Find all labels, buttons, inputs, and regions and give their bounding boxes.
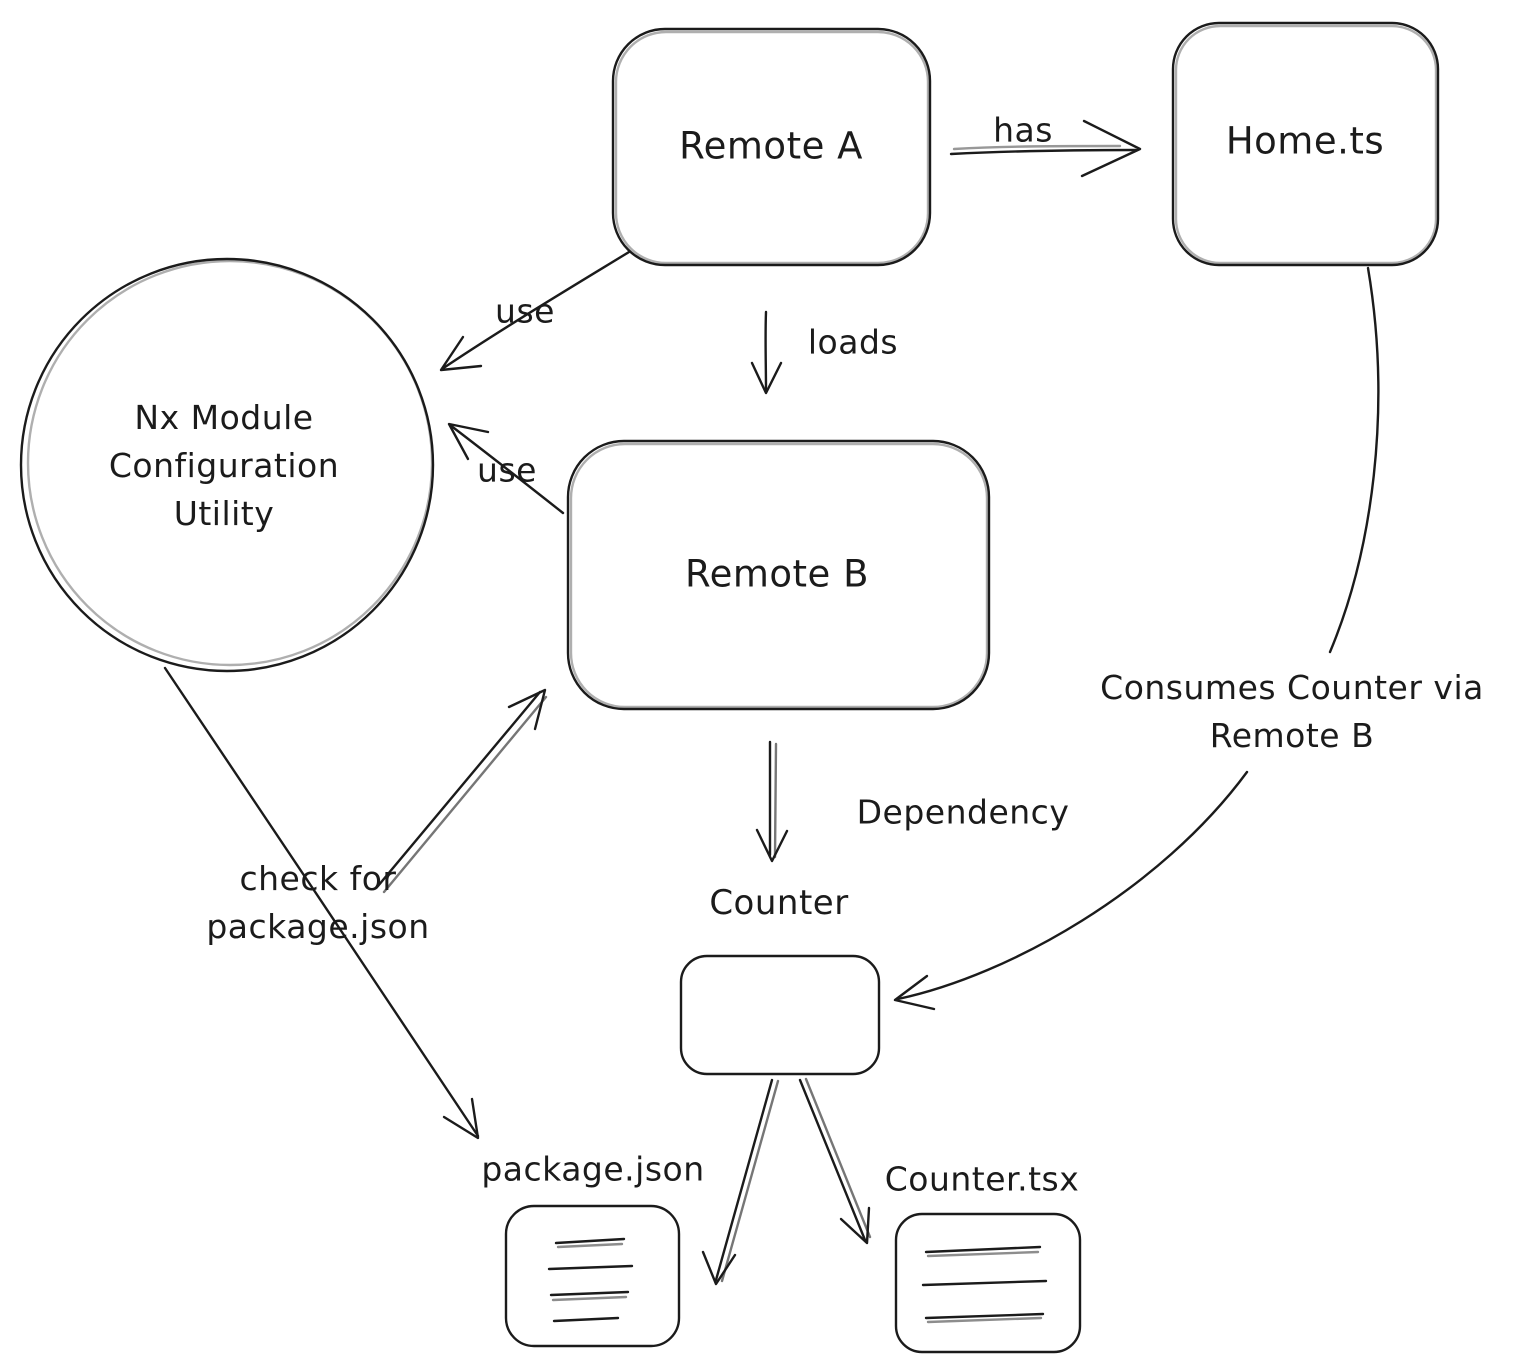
counter-label: Counter — [709, 883, 849, 923]
edge-to-remote-b-line — [376, 690, 542, 888]
counter-tsx-doc-box — [894, 1212, 1082, 1354]
edge-dependency-line-sketch — [773, 742, 778, 859]
edge-consumes-label-line-2: Remote B — [1209, 716, 1375, 755]
nx-utility-label-line-2: Configuration — [108, 446, 340, 486]
edge-has-label: has — [993, 110, 1053, 150]
counter-tsx-doc-line — [926, 1250, 1040, 1258]
remote-a-box-sketch — [614, 30, 930, 265]
edge-dependency-label: Dependency — [856, 792, 1070, 832]
edge-counter-to-tsx-line-sketch — [804, 1077, 872, 1239]
edge-to-remote-b-line-sketch — [382, 695, 548, 894]
edge-use-b-line — [448, 423, 565, 515]
package-json-doc-line — [556, 1242, 624, 1249]
edge-use-b-arrowhead — [447, 422, 490, 461]
edge-consumes-line-lower — [896, 770, 1249, 1001]
edge-consumes-label-line-1: Consumes Counter via — [1100, 668, 1484, 708]
edge-use-b-label: use — [477, 450, 537, 490]
package-json-doc-line — [549, 1290, 630, 1297]
home-ts-box — [1171, 21, 1440, 267]
remote-a-box — [611, 27, 932, 267]
edge-use-a-line — [440, 250, 631, 371]
package-json-doc-line — [547, 1264, 634, 1271]
edge-counter-to-package-line-sketch — [720, 1079, 780, 1283]
edge-check-label-line-1: check for — [239, 859, 397, 899]
counter-tsx-doc-line — [924, 1312, 1045, 1320]
edge-check-label-line-2: package.json — [206, 907, 430, 946]
counter-tsx-doc-line — [924, 1245, 1042, 1254]
home-ts-box-sketch — [1174, 24, 1438, 265]
edge-loads-label: loads — [807, 322, 899, 362]
remote-b-label: Remote B — [685, 552, 869, 596]
package-json-label: package.json — [481, 1149, 705, 1189]
counter-box — [679, 954, 881, 1076]
edge-check-label: check for package.json — [206, 855, 429, 951]
edge-to-remote-b-arrowhead — [507, 688, 547, 731]
edge-consumes-arrowhead — [893, 974, 936, 1011]
nx-utility-label-line-1: Nx Module — [134, 398, 314, 438]
nx-utility-label: Nx Module Configuration Utility — [109, 394, 339, 538]
package-json-doc-box — [504, 1204, 681, 1348]
package-json-doc-line — [551, 1295, 628, 1302]
edge-counter-to-tsx-arrowhead — [839, 1206, 871, 1245]
home-ts-label: Home.ts — [1225, 119, 1385, 163]
edge-has-line — [949, 148, 1138, 156]
edge-loads-arrowhead — [750, 361, 783, 395]
edge-counter-to-tsx-line — [798, 1078, 867, 1242]
edge-check-arrowhead — [442, 1097, 480, 1140]
counter-tsx-doc-line — [921, 1279, 1048, 1287]
counter-tsx-doc-line — [926, 1316, 1043, 1324]
nx-utility-circle — [19, 257, 435, 673]
counter-tsx-label: Counter.tsx — [884, 1159, 1080, 1199]
edge-use-a-label: use — [495, 291, 555, 331]
nx-utility-circle-sketch — [26, 259, 434, 667]
edge-check-line — [163, 666, 480, 1138]
edge-has-arrowhead — [1080, 119, 1142, 178]
edge-consumes-label: Consumes Counter via Remote B — [1100, 664, 1484, 760]
remote-b-box — [566, 439, 991, 711]
edge-dependency-arrowhead — [755, 828, 789, 863]
edge-counter-to-package-line — [714, 1078, 774, 1282]
package-json-doc-line — [554, 1237, 626, 1245]
edge-has-line-sketch — [952, 144, 1122, 151]
edge-counter-to-package-arrowhead — [701, 1250, 737, 1286]
remote-a-label: Remote A — [679, 124, 863, 168]
edge-use-a-arrowhead — [439, 335, 483, 372]
nx-utility-label-line-3: Utility — [173, 493, 275, 533]
remote-b-box-sketch — [569, 442, 989, 709]
package-json-doc-line — [552, 1316, 620, 1323]
edge-consumes-line-upper — [1328, 266, 1380, 654]
